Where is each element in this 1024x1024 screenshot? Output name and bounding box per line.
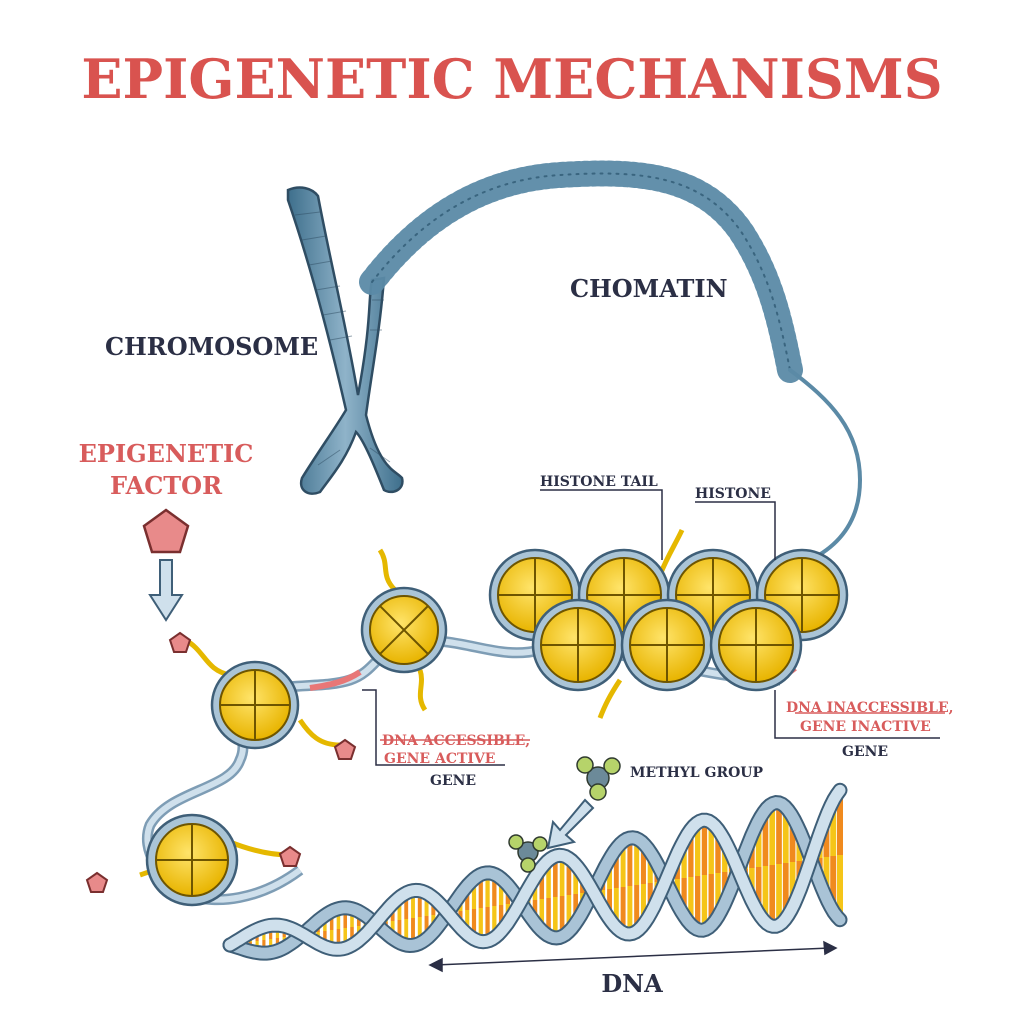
accessible-label-line1: DNA ACCESSIBLE, [382, 733, 530, 749]
molecule-icon [576, 756, 621, 801]
molecule-icon [508, 834, 548, 873]
histone-cluster [488, 548, 849, 692]
chromatin-label: CHOMATIN [570, 274, 728, 303]
page-title: EPIGENETIC MECHANISMS [81, 47, 942, 111]
dna-double-helix [222, 782, 848, 961]
nucleosome-left-3 [360, 586, 448, 674]
inaccessible-gene-label: GENE [842, 744, 888, 760]
epigenetic-factor-label-line2: FACTOR [110, 471, 223, 500]
arrow-down-icon [148, 559, 184, 622]
accessible-label-line2: GENE ACTIVE [384, 751, 495, 767]
dna-label: DNA [601, 969, 663, 998]
dna-strand [224, 784, 846, 955]
arrow-down-icon [546, 798, 595, 850]
methyl-group-label: METHYL GROUP [630, 765, 764, 781]
inaccessible-label-line2: GENE INACTIVE [800, 719, 931, 735]
histone-tail-label: HISTONE TAIL [540, 474, 658, 490]
epigenetic-factor-label-line1: EPIGENETIC [79, 439, 254, 468]
nucleosome-left-2 [145, 813, 239, 907]
chromosome-shape [286, 186, 404, 495]
inaccessible-label-line1: DNA INACCESSIBLE, [786, 700, 954, 716]
pentagon-icon [142, 508, 190, 554]
nucleosome-left-1 [210, 660, 300, 750]
pentagon-icon [85, 631, 357, 893]
dna-span-arrow [428, 940, 838, 973]
histone-label: HISTONE [695, 486, 771, 502]
leader-lines [362, 489, 945, 766]
chromosome-label: CHROMOSOME [105, 332, 318, 361]
chromatin-coil [359, 160, 863, 562]
accessible-gene-label: GENE [430, 773, 476, 789]
